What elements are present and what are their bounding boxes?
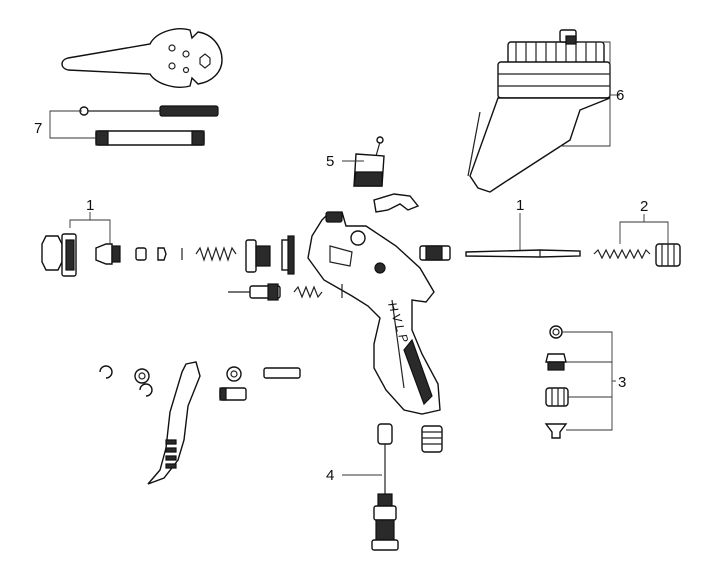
cleaning-brush (79, 105, 219, 117)
callout-3: 3 (562, 331, 626, 431)
spare-tube (95, 130, 205, 146)
callout-2-label: 2 (640, 198, 648, 215)
callout-3-label: 3 (618, 374, 626, 391)
callout-1-right: 1 (516, 197, 524, 250)
callout-2: 2 (619, 198, 669, 244)
callout-1-left: 1 (69, 197, 111, 244)
pressure-adjust-parts (544, 325, 569, 439)
callout-6-label: 6 (616, 87, 624, 104)
air-inlet-connector (371, 423, 443, 551)
callout-1-right-label: 1 (516, 197, 524, 214)
callout-7-label: 7 (34, 120, 42, 137)
air-cap-assembly (41, 233, 121, 277)
callout-4-label: 4 (326, 467, 334, 484)
paint-filter (353, 136, 385, 187)
callout-4: 4 (326, 467, 382, 484)
callout-5-label: 5 (326, 153, 334, 170)
callout-1-left-label: 1 (86, 197, 94, 214)
air-valve-stem (228, 283, 343, 301)
multi-wrench-tool (61, 28, 223, 88)
callout-6: 6 (560, 41, 624, 147)
callout-5: 5 (326, 153, 364, 170)
spray-gun-body: H V L P (307, 193, 441, 415)
fluid-needle-and-packing (419, 245, 581, 261)
nozzle-seal-parts (135, 235, 295, 275)
paint-cup (467, 29, 611, 193)
trigger-and-clips (99, 361, 301, 485)
callout-7: 7 (34, 110, 96, 139)
needle-spring-and-adjust-knob (593, 243, 681, 267)
